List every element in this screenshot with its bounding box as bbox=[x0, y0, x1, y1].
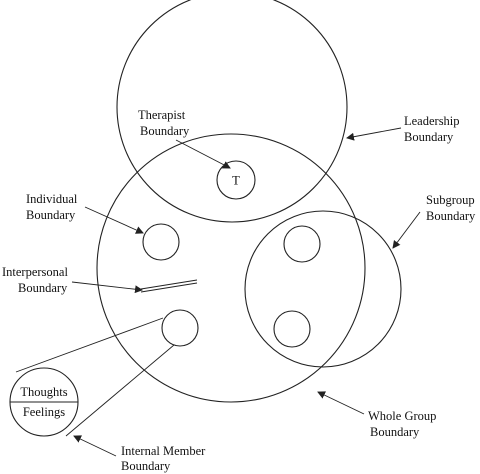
magnify-line bbox=[65, 344, 175, 437]
internal-member-arrow bbox=[73, 435, 117, 457]
subgroup-circle bbox=[244, 210, 402, 368]
subgroup-member-circle bbox=[283, 225, 321, 263]
therapist-arrow bbox=[175, 139, 231, 169]
whole-group-label-line2: Boundary bbox=[370, 425, 420, 439]
subgroup-arrow bbox=[392, 211, 421, 249]
interpersonal-arrow bbox=[71, 281, 143, 294]
therapist-label-line2: Boundary bbox=[140, 124, 190, 138]
therapist-symbol: T bbox=[232, 174, 240, 188]
subgroup-label-line1: Subgroup bbox=[426, 193, 475, 207]
whole-group-label-line1: Whole Group bbox=[368, 409, 436, 423]
member-circle bbox=[161, 309, 199, 347]
interpersonal-label-line2: Boundary bbox=[18, 281, 68, 295]
whole-group-arrow bbox=[317, 391, 365, 415]
individual-label-line2: Boundary bbox=[26, 208, 76, 222]
leadership-arrow bbox=[346, 127, 402, 141]
internal-member-label-line2: Boundary bbox=[121, 459, 171, 473]
interpersonal-line bbox=[140, 282, 198, 293]
therapist-label-line1: Therapist bbox=[138, 108, 186, 122]
leadership-label-line1: Leadership bbox=[404, 114, 460, 128]
subgroup-label-line2: Boundary bbox=[426, 209, 476, 223]
individual-circle bbox=[142, 223, 180, 261]
leadership-label-line2: Boundary bbox=[404, 130, 454, 144]
individual-label-line1: Individual bbox=[26, 192, 78, 206]
subgroup-member-circle bbox=[273, 310, 311, 348]
whole-group-circle bbox=[96, 133, 366, 403]
leadership-circle bbox=[116, 0, 348, 223]
thoughts-label: Thoughts bbox=[20, 385, 67, 399]
interpersonal-label-line1: Interpersonal bbox=[2, 265, 68, 279]
feelings-label: Feelings bbox=[23, 405, 65, 419]
individual-arrow bbox=[84, 206, 144, 234]
therapist-circle bbox=[216, 160, 256, 200]
magnify-line bbox=[15, 317, 164, 373]
internal-member-label-line1: Internal Member bbox=[121, 444, 206, 458]
interpersonal-line bbox=[140, 279, 198, 290]
